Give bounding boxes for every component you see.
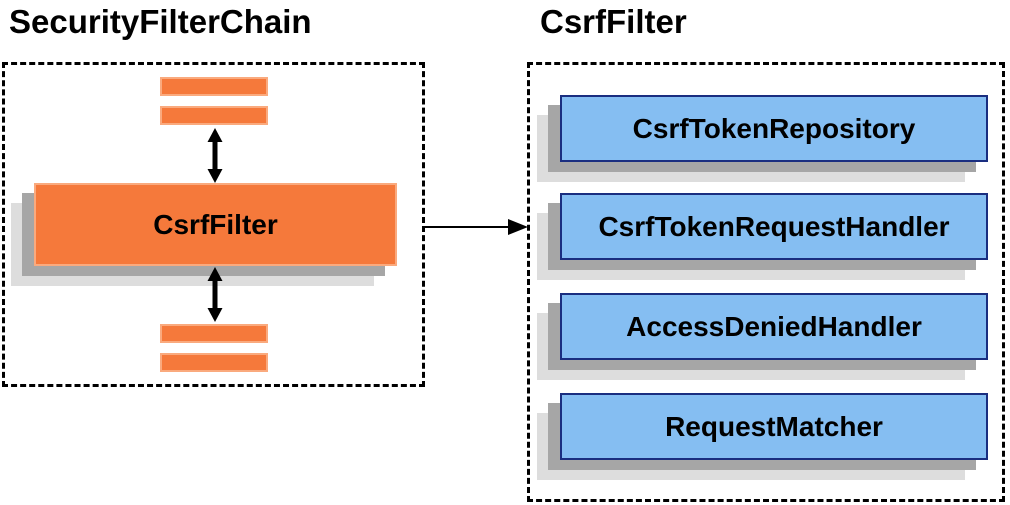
csrf-filter-box: CsrfFilter	[34, 183, 397, 266]
component-box-csrf-token-request-handler: CsrfTokenRequestHandler	[560, 193, 988, 260]
component-label: RequestMatcher	[665, 410, 883, 442]
right-arrow-icon	[423, 219, 528, 235]
filter-chain-bar-top-1	[160, 77, 268, 96]
component-label: AccessDeniedHandler	[626, 310, 922, 342]
csrf-filter-title: CsrfFilter	[540, 3, 687, 40]
component-label: CsrfTokenRequestHandler	[598, 210, 950, 242]
component-box-csrf-token-repository: CsrfTokenRepository	[560, 95, 988, 162]
component-box-request-matcher: RequestMatcher	[560, 393, 988, 460]
csrf-filter-panel	[527, 62, 1005, 502]
filter-chain-bar-top-2	[160, 106, 268, 125]
component-label: CsrfTokenRepository	[632, 112, 916, 144]
component-box-access-denied-handler: AccessDeniedHandler	[560, 293, 988, 360]
filter-chain-bar-bottom-2	[160, 353, 268, 372]
security-filter-chain-panel	[2, 62, 425, 387]
csrf-filter-box-label: CsrfFilter	[153, 208, 278, 240]
security-filter-chain-title: SecurityFilterChain	[9, 3, 312, 40]
filter-chain-bar-bottom-1	[160, 324, 268, 343]
double-arrow-icon	[207, 128, 223, 183]
double-arrow-icon	[207, 267, 223, 322]
